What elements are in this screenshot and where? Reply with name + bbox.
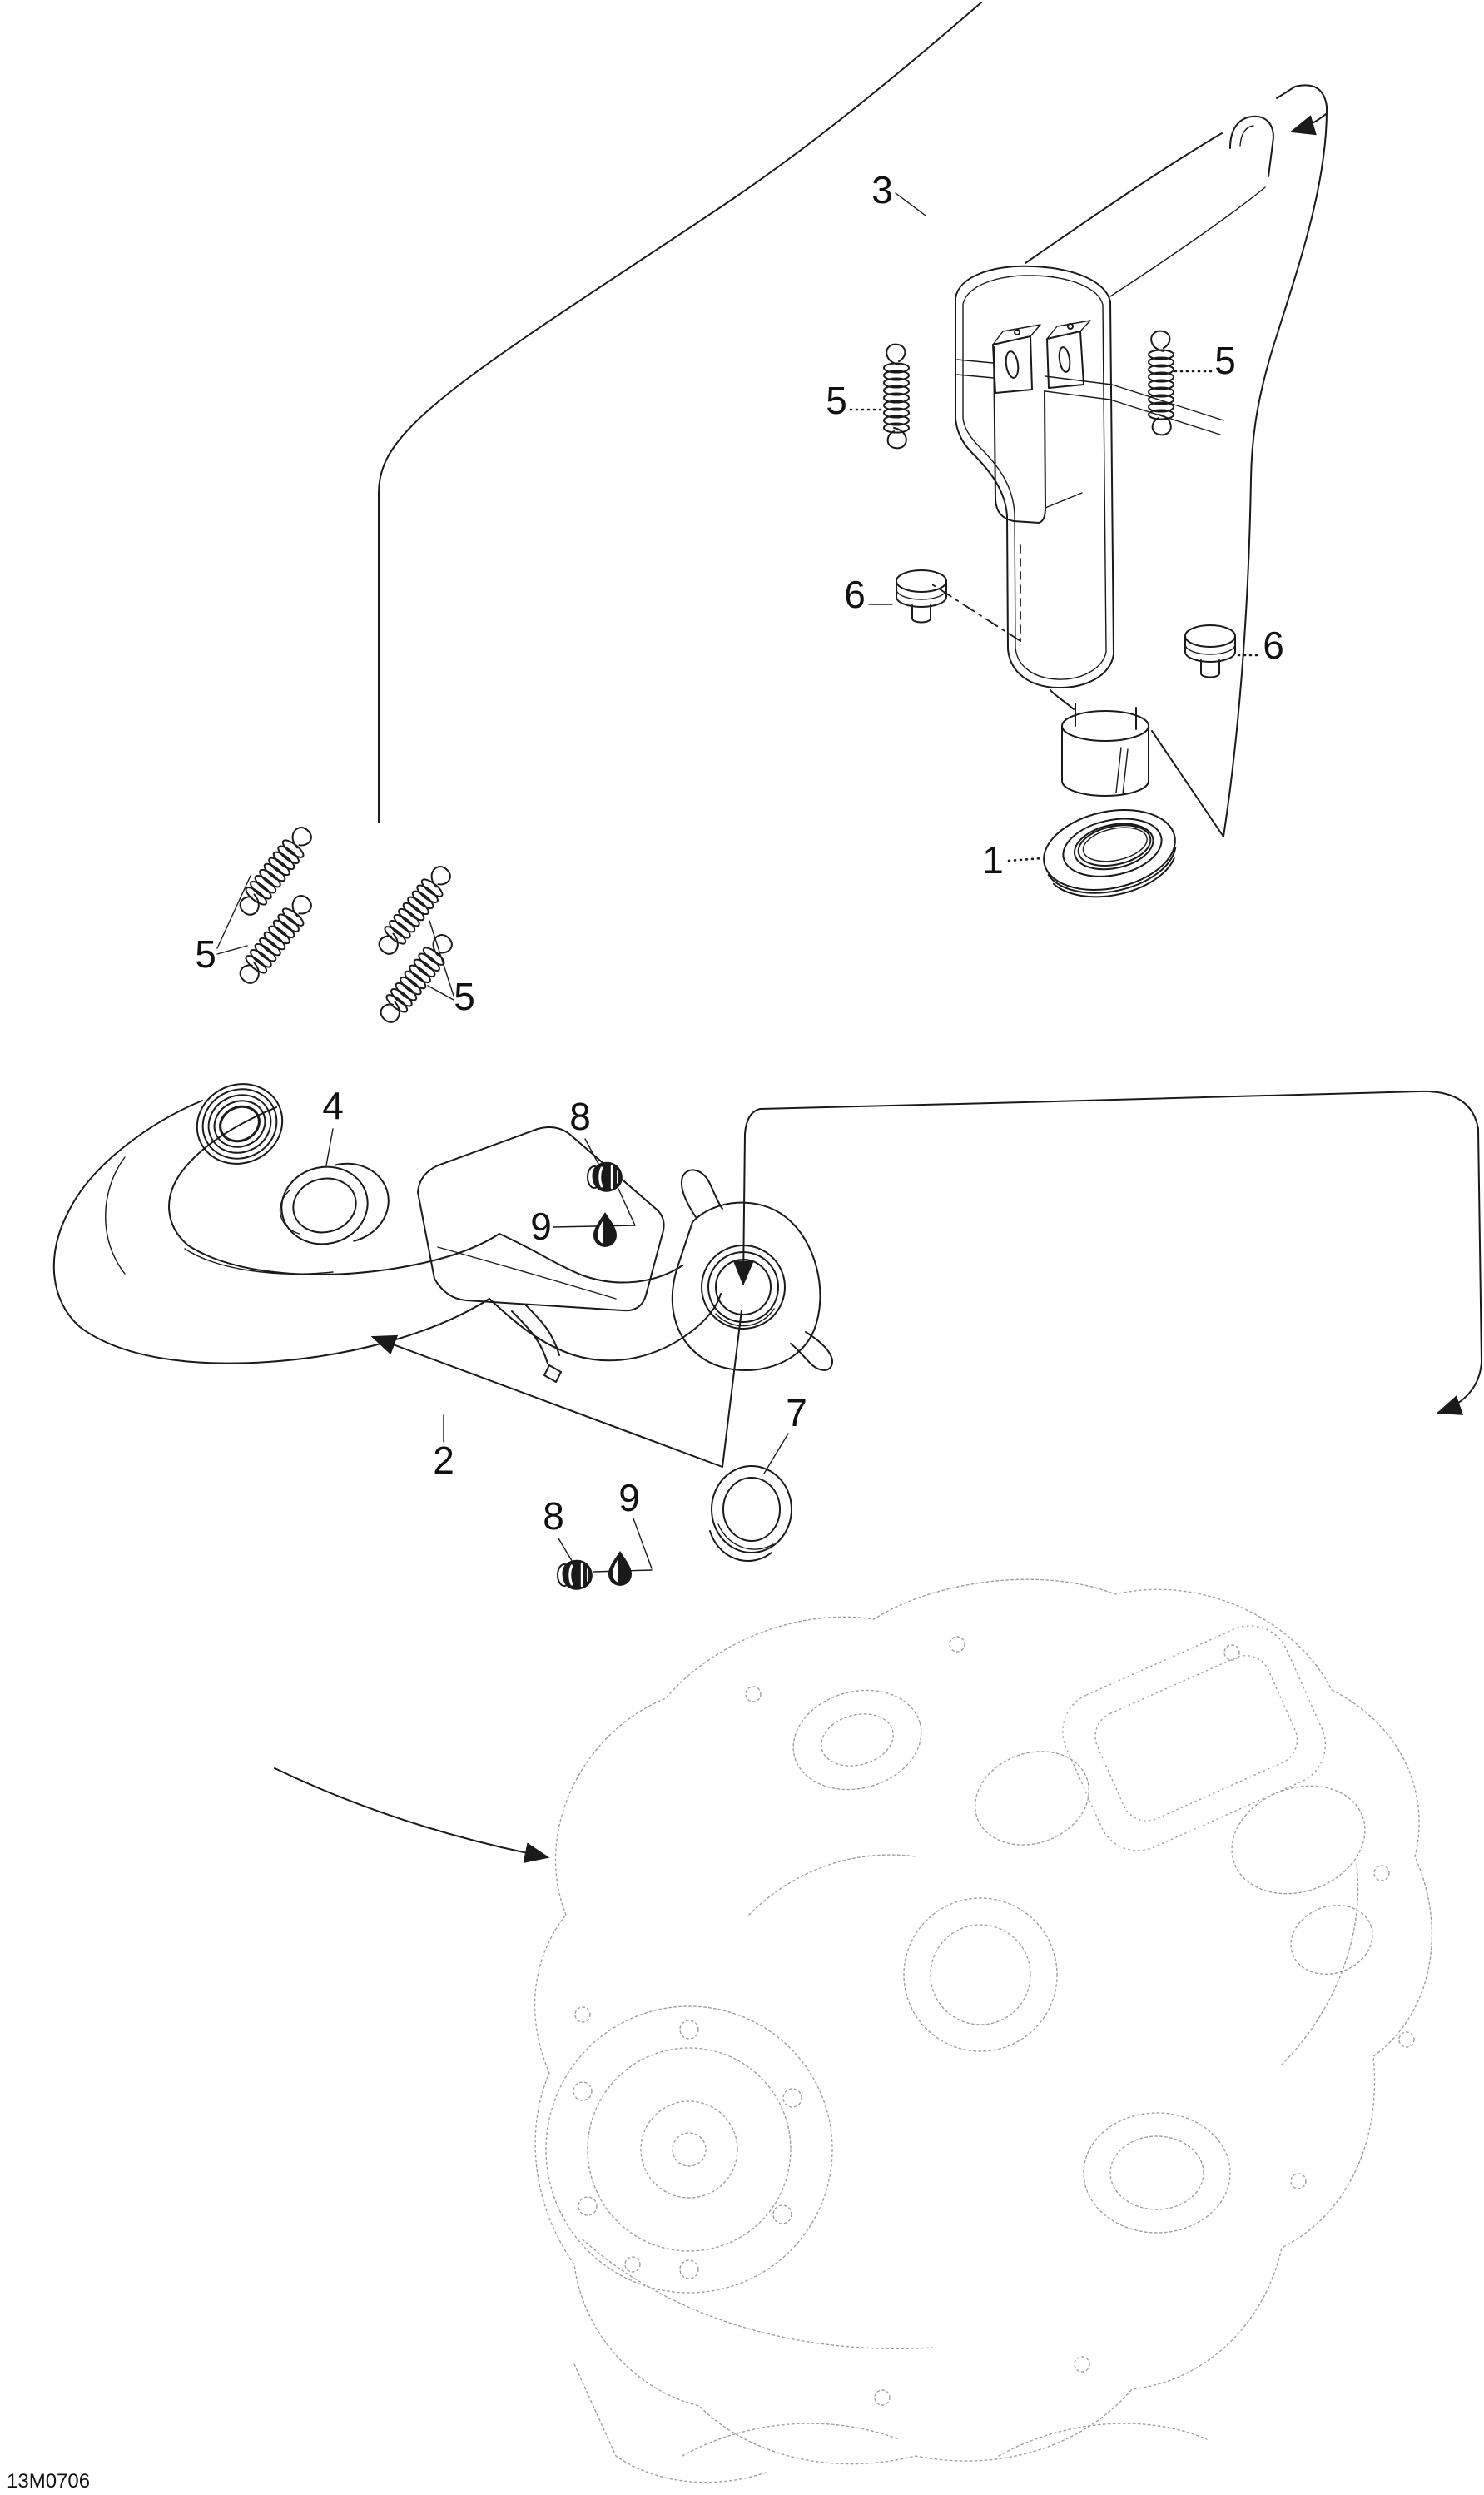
muffler-end-cap [955,265,1114,689]
rubber-bumper-right [1184,624,1236,678]
upper-boundary-line [378,2,982,823]
callout-8b: 8 [543,1494,564,1538]
callout-8a: 8 [569,1095,591,1138]
muffler-outlet [1050,689,1149,797]
callout-9a: 9 [530,1205,552,1248]
callout-1: 1 [982,838,1004,882]
muffler [931,84,1328,837]
callout-5b: 5 [454,975,475,1018]
gasket-ring-7 [709,1465,792,1562]
fastener-set-lower [556,1518,653,1592]
callout-6b: 6 [1263,624,1284,667]
callout-5a: 5 [195,932,216,976]
fastener-set-upper [553,1138,636,1247]
pipe-ball-flange [671,1169,834,1371]
callout-boundaries [274,2,1482,1863]
callout-labels: 1 2 3 4 5 5 5 5 6 6 7 8 8 9 9 [195,168,1284,1538]
muffler-tip-arrow [1289,113,1327,136]
callout-4: 4 [322,1084,344,1127]
pipe-clamp-leader [370,1334,723,1468]
callout-3: 3 [871,168,893,211]
exhaust-pipe [52,1083,834,1383]
callout-2: 2 [433,1439,454,1482]
engine-ghost-drawing [534,1578,1433,2483]
callout-6a: 6 [844,573,866,616]
callout-5c: 5 [826,379,847,422]
callout-7: 7 [786,1391,807,1434]
drawing-number: 13M0706 [7,2470,90,2493]
rubber-bumper-left [896,569,947,624]
muffler-bracket [992,320,1091,524]
lower-boundary-line-right [1418,1090,1482,1415]
pipe-mouth [196,1083,284,1165]
springs [233,330,1174,1028]
gasket-ring-1 [1043,809,1177,898]
lower-boundary-line-left [732,1091,1420,1286]
gasket-ring-4 [279,1162,390,1245]
muffler-neck [1229,115,1274,177]
engine-connection-arrow [274,1767,550,1863]
pipe-heat-shield [417,1126,665,1312]
pipe-flange-leader [722,1310,742,1468]
pipe-clamp [511,1305,562,1383]
callout-5d: 5 [1214,339,1236,382]
callout-9b: 9 [618,1476,640,1519]
